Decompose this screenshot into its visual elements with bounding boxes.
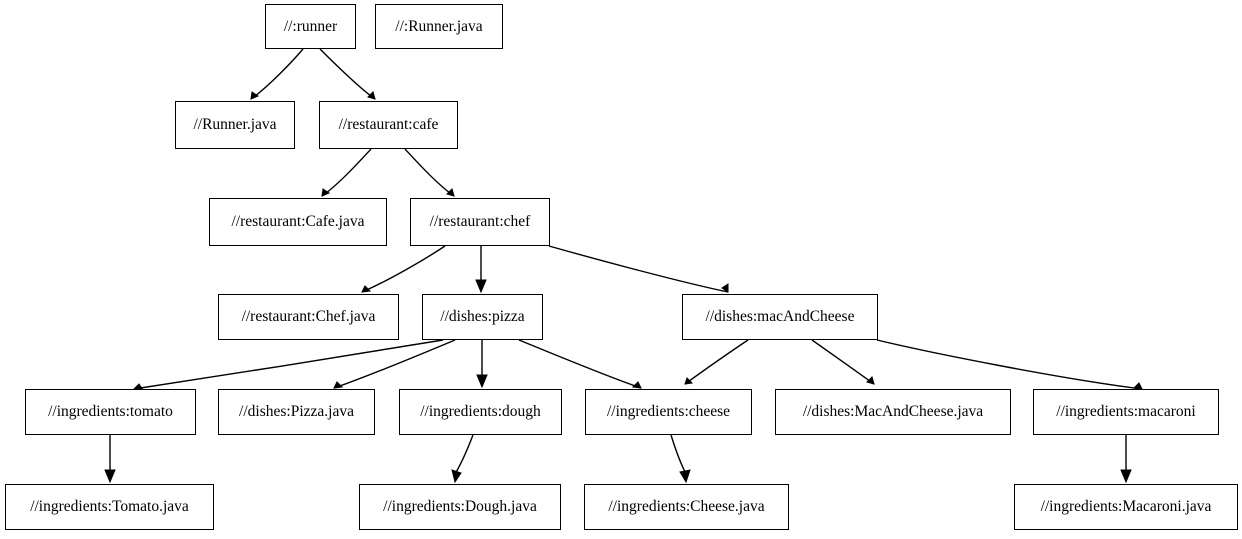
- graph-edge-arrowhead: [631, 381, 642, 389]
- graph-node-runner[interactable]: //:runner: [265, 4, 356, 49]
- graph-node-cheese_java[interactable]: //ingredients:Cheese.java: [584, 484, 789, 530]
- graph-node-label: //:runner: [283, 17, 338, 35]
- graph-node-label: //ingredients:Cheese.java: [608, 498, 765, 516]
- graph-edge: [811, 339, 875, 385]
- graph-edge: [361, 245, 446, 293]
- graph-edge: [319, 48, 376, 100]
- graph-edge: [321, 148, 372, 197]
- graph-node-label: //ingredients:cheese: [606, 403, 731, 421]
- graph-edge: [548, 245, 729, 293]
- graph-node-label: //restaurant:Chef.java: [241, 308, 376, 326]
- graph-edge: [454, 434, 474, 475]
- graph-node-label: //restaurant:cafe: [338, 116, 439, 134]
- graph-node-ing_cheese[interactable]: //ingredients:cheese: [585, 389, 752, 435]
- graph-node-pizza_java[interactable]: //dishes:Pizza.java: [218, 389, 375, 435]
- graph-edge: [684, 339, 749, 385]
- graph-node-dishes_mac[interactable]: //dishes:macAndCheese: [682, 294, 878, 340]
- graph-edge: [876, 339, 1143, 390]
- graph-edge-arrowhead: [1120, 469, 1132, 484]
- graph-node-label: //dishes:macAndCheese: [705, 308, 855, 326]
- graph-edge: [333, 339, 456, 389]
- graph-node-label: //dishes:MacAndCheese.java: [802, 403, 984, 421]
- graph-node-label: //restaurant:chef: [429, 213, 531, 231]
- graph-node-ing_dough[interactable]: //ingredients:dough: [399, 389, 562, 435]
- graph-node-runner_java_root[interactable]: //:Runner.java: [375, 4, 503, 49]
- graph-edge-arrowhead: [104, 469, 116, 484]
- graph-edge: [518, 339, 642, 389]
- graph-edge-arrowhead: [866, 376, 875, 385]
- graph-edge-arrowhead: [476, 374, 488, 389]
- graph-node-label: //:Runner.java: [395, 17, 483, 35]
- graph-edge-arrowhead: [361, 285, 372, 293]
- graph-node-tomato_java[interactable]: //ingredients:Tomato.java: [5, 484, 214, 530]
- graph-node-label: //ingredients:dough: [420, 403, 541, 421]
- graph-node-label: //ingredients:macaroni: [1056, 403, 1196, 421]
- graph-node-cafe_java[interactable]: //restaurant:Cafe.java: [209, 198, 387, 246]
- graph-edge-arrowhead: [321, 188, 331, 197]
- graph-node-dishes_pizza[interactable]: //dishes:pizza: [422, 294, 543, 340]
- graph-edge-arrowhead: [250, 91, 260, 100]
- graph-node-label: //ingredients:tomato: [48, 403, 173, 421]
- graph-node-restaurant_chef[interactable]: //restaurant:chef: [410, 198, 550, 246]
- graph-node-label: //ingredients:Tomato.java: [30, 498, 189, 516]
- graph-edge: [250, 48, 304, 100]
- graph-edge-arrowhead: [684, 377, 694, 385]
- graph-edge-arrowhead: [679, 469, 691, 484]
- graph-node-label: //dishes:Pizza.java: [239, 403, 354, 421]
- graph-node-chef_java[interactable]: //restaurant:Chef.java: [218, 294, 399, 340]
- graph-node-label: //Runner.java: [193, 116, 277, 134]
- graph-edge: [670, 434, 687, 475]
- graph-node-label: //ingredients:Dough.java: [383, 498, 537, 516]
- graph-edge-arrowhead: [446, 188, 455, 197]
- graph-node-ing_macaroni[interactable]: //ingredients:macaroni: [1033, 389, 1219, 435]
- graph-edge-arrowhead: [451, 469, 462, 484]
- graph-node-mac_java[interactable]: //dishes:MacAndCheese.java: [775, 389, 1011, 435]
- graph-node-ing_tomato[interactable]: //ingredients:tomato: [25, 389, 196, 435]
- graph-edge-arrowhead: [721, 283, 729, 293]
- graph-edge-arrowhead: [475, 279, 487, 294]
- graph-node-label: //restaurant:Cafe.java: [231, 213, 365, 231]
- graph-edge-arrowhead: [367, 91, 376, 100]
- graph-node-macaroni_java[interactable]: //ingredients:Macaroni.java: [1014, 484, 1238, 530]
- graph-edge-arrowhead: [333, 381, 344, 389]
- graph-edge: [404, 148, 455, 197]
- graph-edge: [133, 339, 444, 390]
- graph-node-label: //dishes:pizza: [440, 308, 525, 326]
- graph-node-restaurant_cafe[interactable]: //restaurant:cafe: [319, 101, 458, 149]
- graph-node-label: //ingredients:Macaroni.java: [1040, 498, 1212, 516]
- graph-node-dough_java[interactable]: //ingredients:Dough.java: [359, 484, 561, 530]
- graph-node-runner_java[interactable]: //Runner.java: [175, 101, 295, 149]
